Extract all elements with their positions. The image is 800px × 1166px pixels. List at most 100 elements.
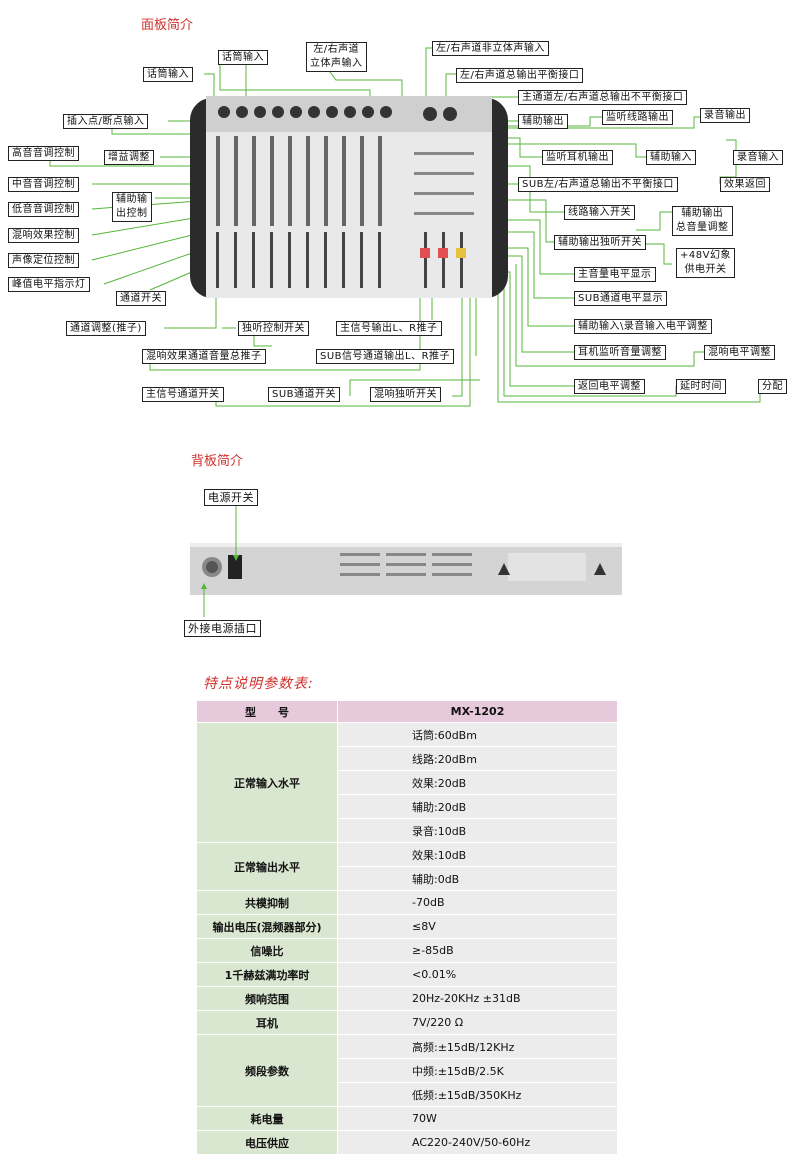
reverb-master-fader-label: 混响效果通道音量总推子 [142, 349, 266, 364]
aux-input-label: 辅助输入 [646, 150, 696, 165]
aux-solo-switch-label: 辅助输出独听开关 [554, 235, 646, 250]
stereo-input-label: 左/右声道 立体声输入 [306, 42, 367, 72]
aux-output-master-label: 辅助输出 总音量调整 [672, 206, 733, 236]
spec-value-cell: ≤8V [337, 914, 618, 939]
table-row: 录音:10dB [197, 818, 618, 843]
spec-name-cell: 正常输入水平 [196, 722, 338, 843]
reverb-effect-control-label: 混响效果控制 [8, 228, 79, 243]
table-row: 辅助:20dB [197, 794, 618, 819]
bass-control-label: 低音音调控制 [8, 202, 79, 217]
balanced-output-label: 左/右声道总输出平衡接口 [456, 68, 584, 83]
spec-name-cell: 1千赫兹满功率时 [196, 962, 338, 987]
spec-name-cell: 电压供应 [196, 1130, 338, 1155]
spec-value-cell: 7V/220 Ω [337, 1010, 618, 1035]
split-label: 分配 [758, 379, 787, 394]
monitor-line-output-label: 监听线路输出 [602, 110, 673, 125]
spec-value-cell: 效果:10dB [337, 842, 618, 867]
mic-input-label-top: 话筒输入 [218, 50, 268, 65]
aux-send-control-label: 辅助输 出控制 [112, 192, 152, 222]
table-row: 辅助:0dB [197, 866, 618, 891]
reverb-level-label: 混响电平调整 [704, 345, 775, 360]
reverb-solo-switch-label: 混响独听开关 [370, 387, 441, 402]
solo-switch-label: 独听控制开关 [238, 321, 309, 336]
spec-value-cell: -70dB [337, 890, 618, 915]
back-panel-title: 背板简介 [191, 454, 244, 469]
main-channel-switch-label: 主信号通道开关 [142, 387, 224, 402]
spec-value-cell: 辅助:0dB [337, 866, 618, 891]
spec-value-cell: AC220-240V/50-60Hz [337, 1130, 618, 1155]
main-unbalanced-output-label: 主通道左/右声道总输出不平衡接口 [518, 90, 688, 105]
spec-name-cell: 频段参数 [196, 1034, 338, 1107]
aux-output-label: 辅助输出 [518, 114, 568, 129]
table-row: 信噪比≥-85dB [196, 938, 618, 963]
sub-unbalanced-output-label: SUB左/右声道总输出不平衡接口 [518, 177, 678, 192]
table-row: 共模抑制-70dB [196, 890, 618, 915]
back-leader-lines [201, 506, 239, 617]
line-input-switch-label: 线路输入开关 [564, 205, 635, 220]
spec-value-cell: 效果:20dB [337, 770, 618, 795]
table-row: 输出电压(混频器部分)≤8V [196, 914, 618, 939]
spec-table-title: 特点说明参数表: [203, 676, 314, 692]
pan-control-label: 声像定位控制 [8, 253, 79, 268]
spec-value-cell: 辅助:20dB [337, 794, 618, 819]
record-output-label: 录音输出 [700, 108, 750, 123]
spec-value-cell: 70W [337, 1106, 618, 1131]
record-input-label: 录音输入 [733, 150, 783, 165]
treble-control-label: 高音音调控制 [8, 146, 79, 161]
spec-value-cell: 低频:±15dB/350KHz [337, 1082, 618, 1107]
sub-lr-fader-label: SUB信号通道输出L、R推子 [316, 349, 455, 364]
mixer-back-panel-image [190, 543, 622, 595]
spec-name-cell: 耳机 [196, 1010, 338, 1035]
channel-fader-label: 通道调整(推子) [66, 321, 146, 336]
main-level-meter-label: 主音量电平显示 [574, 267, 656, 282]
return-level-label: 返回电平调整 [574, 379, 645, 394]
spec-name-cell: 频响范围 [196, 986, 338, 1011]
delay-time-label: 延时时间 [676, 379, 726, 394]
effect-return-label: 效果返回 [720, 177, 770, 192]
power-switch-label: 电源开关 [204, 489, 258, 506]
table-row: 线路:20dBm [197, 746, 618, 771]
mid-control-label: 中音音调控制 [8, 177, 79, 192]
spec-value-cell: 线路:20dBm [337, 746, 618, 771]
channel-switch-label: 通道开关 [116, 291, 166, 306]
table-row: 正常输入水平话筒:60dBm [196, 722, 618, 843]
spec-name-cell: 正常输出水平 [196, 842, 338, 891]
main-lr-fader-label: 主信号输出L、R推子 [336, 321, 442, 336]
spec-value-cell: <0.01% [337, 962, 618, 987]
spec-name-cell: 信噪比 [196, 938, 338, 963]
table-row: 正常输出水平效果:10dB [196, 842, 618, 891]
monitor-phone-output-label: 监听耳机输出 [542, 150, 613, 165]
spec-name-cell: 耗电量 [196, 1106, 338, 1131]
peak-led-label: 峰值电平指示灯 [8, 277, 90, 292]
aux-record-level-label: 辅助输入\录音输入电平调整 [574, 319, 712, 334]
spec-name-cell: 共模抑制 [196, 890, 338, 915]
table-row: 频段参数高频:±15dB/12KHz [196, 1034, 618, 1107]
spec-value-cell: 高频:±15dB/12KHz [337, 1034, 618, 1059]
spec-value-cell: 中频:±15dB/2.5K [337, 1058, 618, 1083]
table-row: 1千赫兹满功率时<0.01% [196, 962, 618, 987]
mono-input-label: 左/右声道非立体声输入 [432, 41, 549, 56]
spec-value-cell: 话筒:60dBm [337, 722, 618, 747]
spec-value-cell: 录音:10dB [337, 818, 618, 843]
power-socket-label: 外接电源插口 [184, 620, 261, 637]
gain-control-label: 增益调整 [104, 150, 154, 165]
sub-channel-switch-label: SUB通道开关 [268, 387, 341, 402]
spec-value-cell: 20Hz-20KHz ±31dB [337, 986, 618, 1011]
front-panel-title: 面板简介 [141, 18, 194, 33]
header-model-label: 型 号 [196, 700, 338, 723]
header-model-value: MX-1202 [337, 700, 618, 723]
sub-level-meter-label: SUB通道电平显示 [574, 291, 668, 306]
phantom-power-switch-label: +48V幻象 供电开关 [676, 248, 735, 278]
headphone-volume-label: 耳机监听音量调整 [574, 345, 666, 360]
spec-value-cell: ≥-85dB [337, 938, 618, 963]
mic-input-label-left: 话筒输入 [143, 67, 193, 82]
insert-point-label: 插入点/断点输入 [63, 114, 149, 129]
spec-name-cell: 输出电压(混频器部分) [196, 914, 338, 939]
mixer-front-image [190, 96, 508, 298]
